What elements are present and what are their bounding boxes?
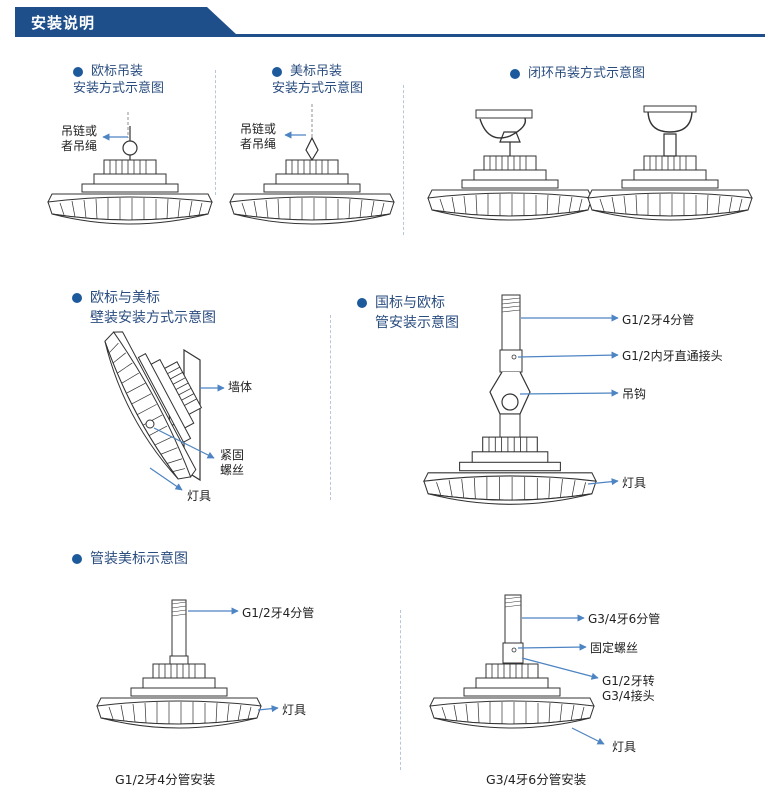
wall-label: 墙体: [228, 380, 253, 394]
us-right-pipe-label: G3/4牙6分管: [588, 612, 661, 626]
gb-adapter-label: G1/2内牙直通接头: [622, 349, 723, 363]
divider: [403, 85, 404, 235]
wall-title: 欧标与美标 壁装安装方式示意图: [72, 288, 216, 328]
divider: [330, 315, 331, 500]
bullet-icon: [272, 66, 282, 77]
eu-hang-chain-label: 吊链或者吊绳: [61, 124, 98, 153]
us-hang-chain-label: 吊链或者吊绳: [240, 122, 277, 151]
bullet-icon: [357, 298, 367, 308]
us-hang-lamp: [229, 136, 395, 225]
gb-fixture-label: 灯具: [622, 476, 647, 490]
bullet-icon: [510, 68, 520, 79]
us-right-screw-label: 固定螺丝: [590, 641, 639, 655]
us-right-caption: G3/4牙6分管安装: [486, 772, 587, 787]
bullet-icon: [72, 554, 82, 564]
us-left-caption: G1/2牙4分管安装: [115, 772, 216, 787]
bullet-icon: [73, 66, 83, 77]
us-hang-title: 美标吊装 安装方式示意图: [272, 64, 364, 96]
section-title: 安装说明: [31, 14, 96, 32]
eu-hang-title: 欧标吊装 安装方式示意图: [73, 64, 165, 96]
gb-hook-label: 吊钩: [622, 387, 647, 401]
wall-fixture-label: 灯具: [187, 489, 212, 503]
section-header: 安装说明: [15, 7, 765, 37]
divider: [400, 610, 401, 770]
us-pipe-right-figure: [429, 594, 605, 745]
closed-loop-lamp-1: [427, 109, 593, 221]
gb-pipe-label: G1/2牙4分管: [622, 313, 695, 327]
pipe-us-title: 管装美标示意图: [72, 549, 188, 569]
closed-loop-title: 闭环吊装方式示意图: [510, 65, 645, 82]
us-pipe-left-figure: [96, 599, 279, 729]
closed-loop-lamp-2: [587, 105, 753, 221]
us-left-fixture-label: 灯具: [282, 703, 307, 717]
gb-pipe-title: 国标与欧标 管安装示意图: [357, 293, 459, 333]
screw-label: 紧固螺丝: [220, 448, 245, 477]
header-bar-shape: [15, 7, 765, 37]
gb-pipe-figure: [423, 294, 619, 505]
wall-mount-figure: [93, 311, 229, 491]
divider: [215, 70, 216, 195]
us-right-fixture-label: 灯具: [612, 740, 637, 754]
bullet-icon: [72, 293, 82, 303]
us-left-pipe-label: G1/2牙4分管: [242, 606, 315, 620]
eu-hang-lamp: [47, 126, 213, 225]
